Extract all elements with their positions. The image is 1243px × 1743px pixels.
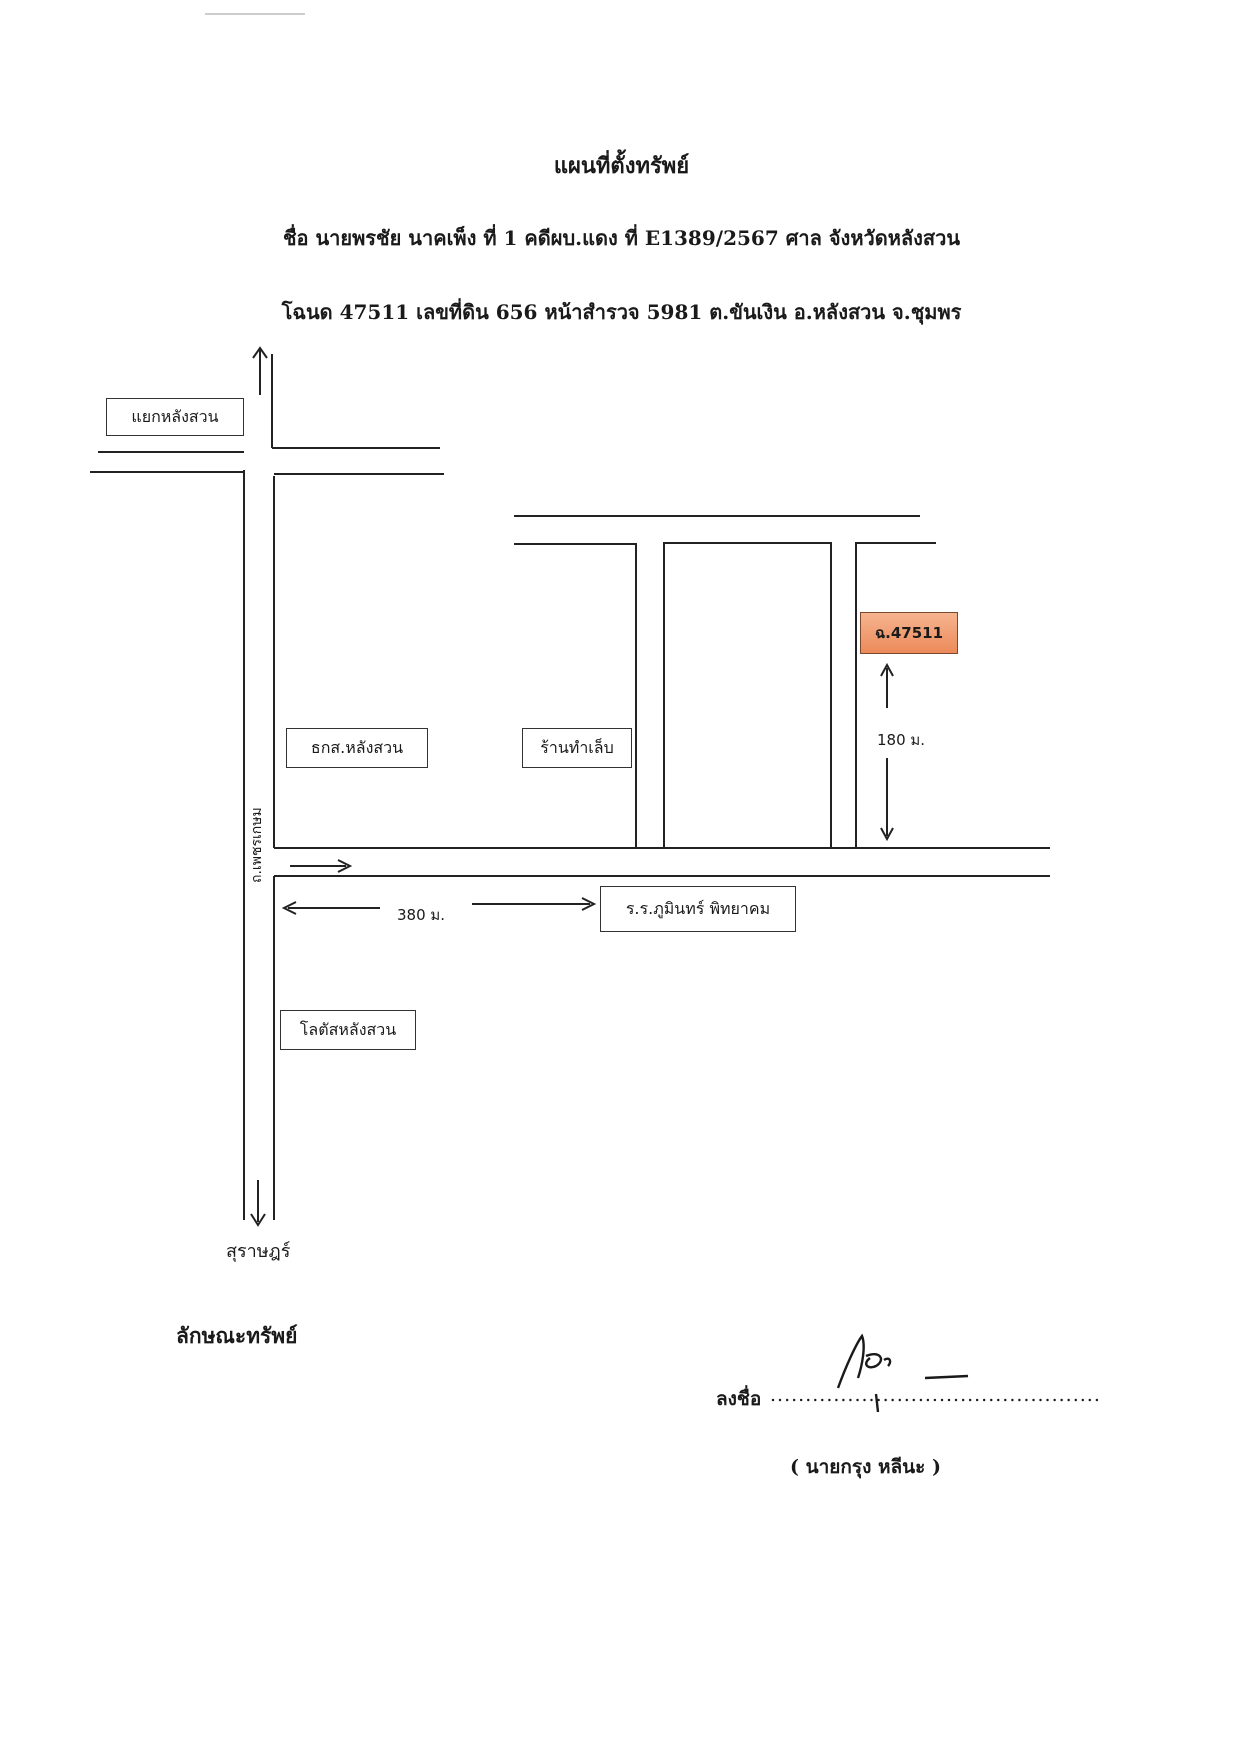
plot-block-1	[514, 543, 637, 848]
north-arrow-head	[252, 346, 268, 359]
south-arrow-head	[250, 1213, 266, 1227]
owner-label: ชื่อ	[282, 226, 309, 250]
signature-mark	[836, 1333, 969, 1413]
main-road-name: ถ.เพชรเกษม	[249, 807, 265, 883]
lotus-label: โลตัสหลังสวน	[280, 1010, 416, 1050]
destination-south: สุราษฎร์	[226, 1241, 291, 1262]
deed-details: เลขที่ดิน 656 หน้าสำรวจ 5981 ต.ขันเงิน อ…	[416, 300, 962, 324]
plot-distance-label: 180 ม.	[874, 728, 929, 752]
signer-name: ( นายกรุง หลีนะ )	[790, 1456, 941, 1478]
junction-label: แยกหลังสวน	[106, 398, 244, 436]
owner-details: นายพรชัย นาคเพ็ง ที่ 1 คดีผบ.แดง ที่ E13…	[315, 226, 961, 250]
school-distance-arrowhead-left	[281, 901, 297, 915]
school-distance-label: 380 ม.	[394, 903, 449, 927]
east-arrow-head	[337, 859, 353, 873]
signature-label: ลงชื่อ	[716, 1388, 762, 1410]
plot-block-3	[855, 542, 936, 848]
document-title: แผนที่ตั้งทรัพย์	[553, 153, 690, 179]
bank-label: ธกส.หลังสวน	[286, 728, 428, 768]
owner-line: ชื่อ นายพรชัย นาคเพ็ง ที่ 1 คดีผบ.แดง ที…	[0, 222, 1243, 254]
signature-line: ........................................…	[770, 1384, 1101, 1406]
property-characteristics-label: ลักษณะทรัพย์	[176, 1323, 298, 1348]
plot-distance-arrowhead-down	[880, 827, 894, 842]
deed-marker: ฉ.47511	[860, 612, 958, 654]
nail-shop-label: ร้านทำเล็บ	[522, 728, 632, 768]
school-distance-arrowhead-right	[581, 897, 597, 911]
deed-label: โฉนด 47511	[281, 300, 410, 324]
plot-block-2	[663, 542, 832, 849]
deed-line: โฉนด 47511 เลขที่ดิน 656 หน้าสำรวจ 5981 …	[0, 296, 1243, 328]
plot-distance-arrowhead-up	[880, 662, 894, 677]
school-label: ร.ร.ภูมินทร์ พิทยาคม	[600, 886, 796, 932]
